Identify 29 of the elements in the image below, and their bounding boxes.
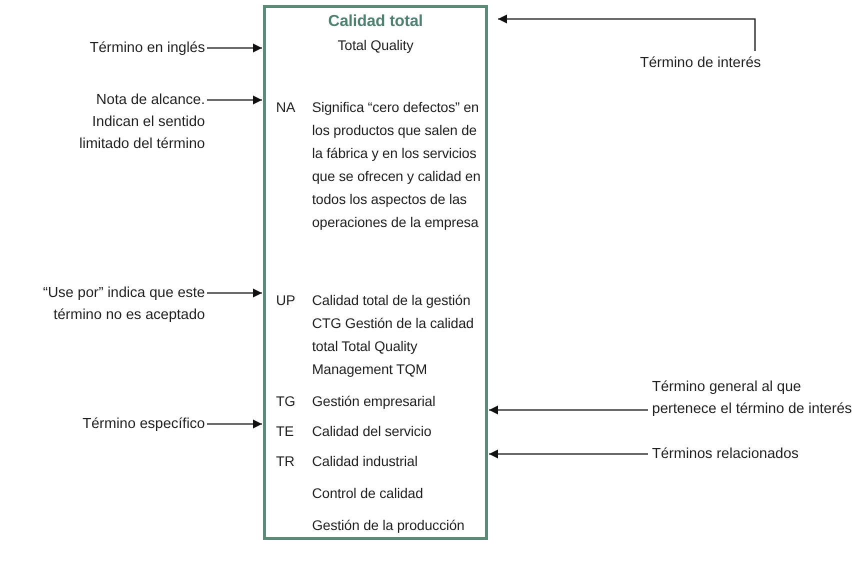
callout-text: “Use por” indica que este término no es aceptado: [40, 282, 205, 326]
leader-arrow: [498, 14, 756, 51]
use-for-text: Calidad total de la gestión CTG Gestión de la calidad total Total Quality Management TQM: [312, 291, 475, 379]
abbreviation-code: NA: [276, 98, 296, 117]
callout-text: Término de interés: [640, 52, 830, 74]
abbreviation-code: TR: [276, 452, 296, 471]
leader-arrow: [207, 420, 262, 428]
thesaurus-entry-card: [263, 5, 488, 540]
term-heading: Calidad total: [327, 12, 424, 32]
callout-text: Término en inglés: [20, 37, 205, 59]
related-term-text: Control de calidad: [312, 484, 424, 503]
callout-text: Términos relacionados: [652, 443, 852, 465]
leader-arrow: [207, 96, 262, 104]
callout-text: Nota de alcance. Indican el sentido limitado del término: [55, 89, 205, 155]
leader-arrow: [207, 44, 262, 52]
callout-text: Término específico: [20, 413, 205, 435]
broader-term-text: Gestión empresarial: [312, 392, 436, 411]
related-term-text: Calidad industrial: [312, 452, 419, 471]
leader-arrow: [207, 288, 262, 298]
narrower-term-text: Calidad del servicio: [312, 422, 432, 441]
leader-arrow: [489, 406, 648, 414]
related-term-text: Gestión de la producción: [312, 516, 466, 535]
abbreviation-code: TG: [276, 392, 296, 411]
scope-note-text: Significa “cero defectos” en los productos que salen de la fábrica y en los servicios que se ofrecen y calidad en todos los aspectos de las operaciones de la empresa: [312, 98, 482, 232]
abbreviation-code: TE: [276, 422, 295, 441]
callout-text: Término general al que pertenece el término de interés: [652, 376, 852, 420]
english-term: Total Quality: [336, 36, 414, 55]
leader-arrow: [489, 450, 648, 458]
abbreviation-code: UP: [276, 291, 296, 310]
